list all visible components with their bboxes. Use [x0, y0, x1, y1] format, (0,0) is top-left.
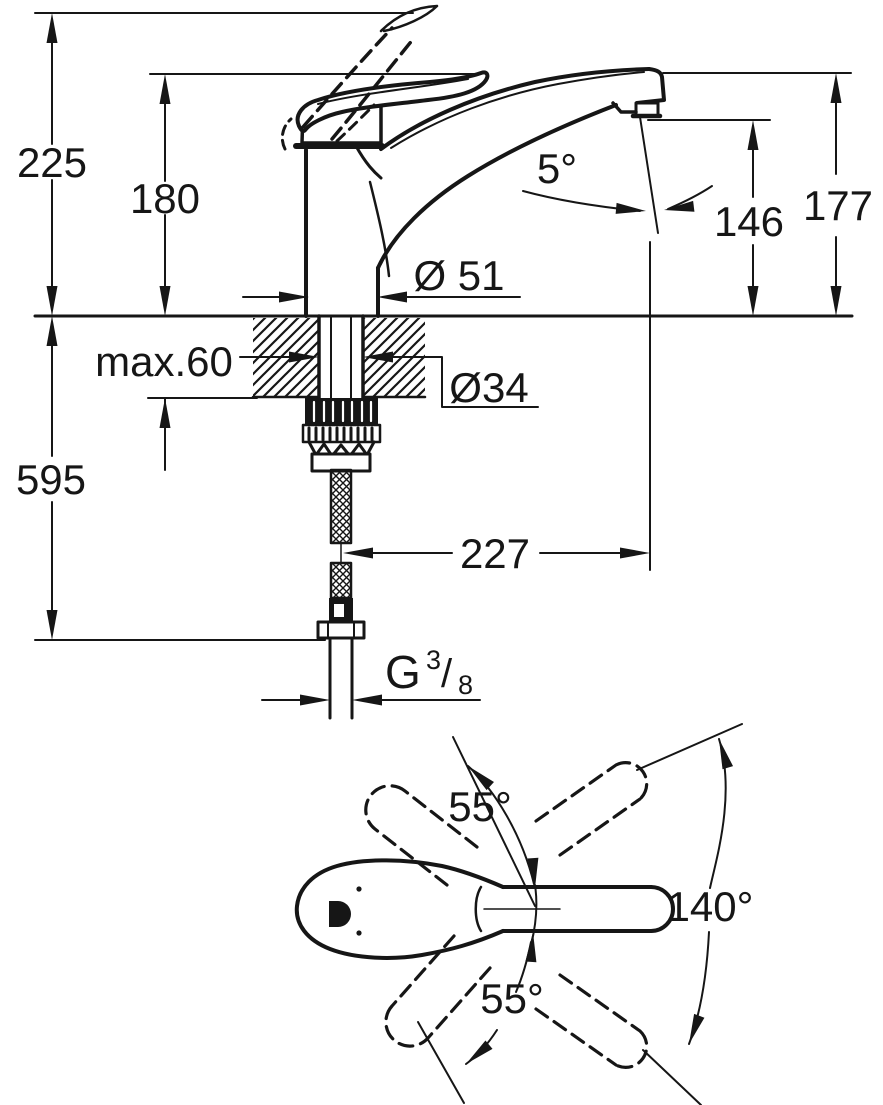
faucet-body	[293, 67, 666, 318]
label-swivel-total: 140°	[667, 883, 754, 930]
handle-dot-top	[356, 886, 362, 892]
arc-through-spout	[530, 884, 538, 946]
hex-nut-facets	[327, 621, 355, 639]
raised-lever-inner	[330, 36, 416, 141]
lever-raised-dashed	[280, 4, 439, 151]
hose-fitting-window	[334, 604, 344, 617]
spout-neck-seam	[474, 885, 483, 933]
label-deck-max: max.60	[95, 338, 233, 385]
spray-tilt-line	[639, 116, 659, 234]
limit-lower-left	[417, 1021, 465, 1104]
swivel-limit-lines	[417, 723, 743, 1105]
spout-highlight	[390, 71, 645, 149]
outlet-right-edge	[635, 67, 666, 105]
side-view: 225 180 595 max.60 Ø 51 Ø34 5° 146 177 2…	[16, 4, 873, 720]
dim-d34-line	[239, 356, 539, 408]
handle-down-left	[384, 934, 492, 1048]
handle-dot-bottom	[356, 930, 362, 936]
limit-lower-right	[642, 1049, 702, 1105]
outlet-step	[611, 101, 638, 114]
label-below-deck: 595	[16, 456, 86, 503]
top-view-faucet	[294, 858, 675, 960]
mounting-claws	[307, 440, 376, 458]
label-thread-slash: /	[441, 652, 453, 696]
handle-up-left	[364, 784, 479, 887]
top-view: 55° 55° 140°	[294, 723, 753, 1105]
shank-outer	[317, 314, 365, 400]
spout-up-right	[534, 761, 649, 857]
label-spout-angle: 5°	[537, 145, 577, 192]
label-spout-height: 177	[803, 182, 873, 229]
hose-upper	[329, 468, 353, 545]
raised-lever-pivot-arc	[280, 117, 293, 151]
thread-collar-slits	[312, 400, 373, 423]
label-hole-diameter: Ø34	[449, 364, 528, 411]
label-reach: 227	[460, 530, 530, 577]
spout-root-curve	[368, 180, 391, 278]
label-thread-g: G	[385, 646, 421, 698]
label-body-diameter: Ø 51	[413, 252, 504, 299]
label-thread-den: 8	[458, 670, 473, 700]
label-height-lever: 180	[130, 175, 200, 222]
hose-lower	[329, 561, 353, 600]
limit-upper-left	[452, 736, 536, 907]
raised-lever-tip	[379, 4, 439, 33]
neck-curve	[354, 144, 383, 180]
spout-top-edge	[379, 67, 651, 151]
handle-blob	[294, 858, 505, 960]
dimension-lines	[51, 42, 837, 701]
raised-lever-hidden-edge	[335, 103, 376, 143]
below-deck-hardware	[301, 314, 382, 720]
spout-bottom-edge	[376, 103, 618, 270]
serrated-teeth	[307, 426, 374, 442]
label-thread-num: 3	[426, 645, 441, 675]
shank-inner-tubes	[330, 315, 352, 399]
connection-tube	[328, 636, 354, 720]
swivel-positions-dashed	[364, 761, 649, 1069]
label-outlet-height: 146	[714, 198, 784, 245]
spout-down-right	[534, 973, 649, 1069]
label-height-overall: 225	[17, 139, 87, 186]
reference-lines	[34, 12, 852, 641]
raised-lever-outer	[301, 26, 394, 129]
label-swivel-lower: 55°	[480, 975, 544, 1022]
lever-highlight	[317, 78, 469, 105]
mounting-nut	[310, 452, 372, 473]
lever-handle	[295, 70, 490, 133]
limit-upper-right	[636, 723, 743, 771]
connection-hex-nut	[316, 620, 366, 640]
angle-5-leader-right	[667, 185, 713, 210]
side-view-labels: 225 180 595 max.60 Ø 51 Ø34 5° 146 177 2…	[16, 139, 873, 700]
thread-collar	[305, 398, 378, 425]
label-swivel-upper: 55°	[448, 783, 512, 830]
handle-d-mark	[329, 901, 351, 927]
top-view-labels: 55° 55° 140°	[448, 783, 753, 1022]
spout-end-cap	[649, 885, 675, 933]
